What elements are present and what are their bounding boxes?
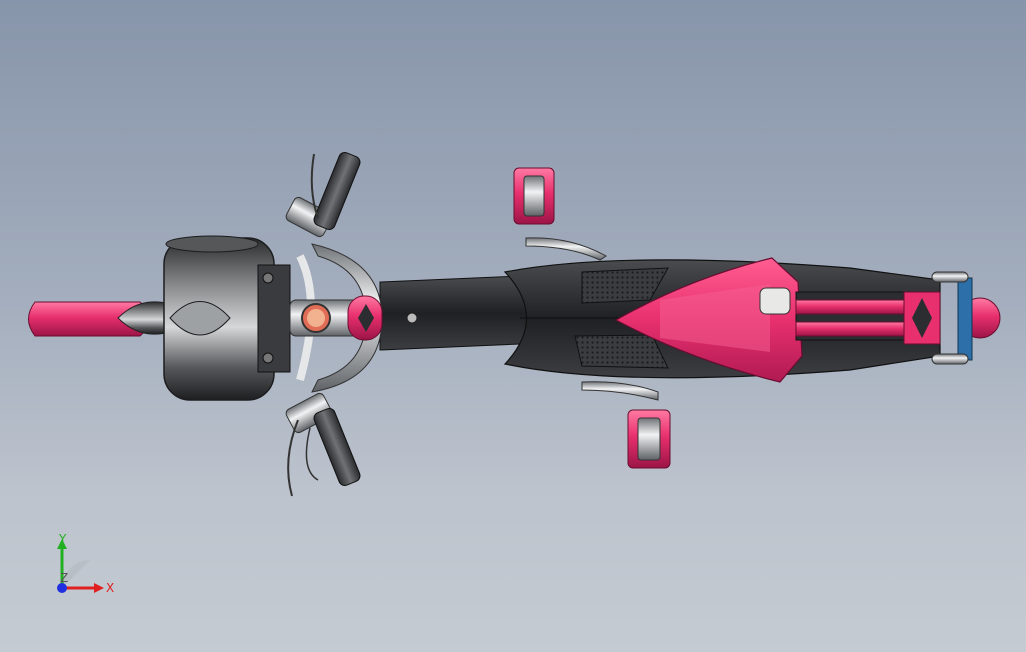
y-axis-label: Y [58, 532, 67, 546]
y-axis-arrow [57, 539, 67, 549]
steering-stem[interactable] [289, 295, 418, 341]
headlamp-housing[interactable] [163, 235, 291, 401]
x-axis-arrow [94, 583, 104, 593]
x-axis-label: X [106, 581, 114, 595]
coordinate-triad: Y X Z [57, 532, 114, 595]
left-footpeg[interactable] [513, 167, 607, 261]
front-fender[interactable] [28, 301, 171, 337]
z-axis-dot [57, 583, 67, 593]
rear-section[interactable] [795, 271, 1001, 365]
handlebar[interactable] [284, 151, 383, 497]
seat-shell[interactable] [614, 257, 803, 383]
triad-plane [62, 560, 90, 588]
z-axis-label: Z [60, 571, 68, 585]
right-footpeg[interactable] [581, 381, 671, 469]
